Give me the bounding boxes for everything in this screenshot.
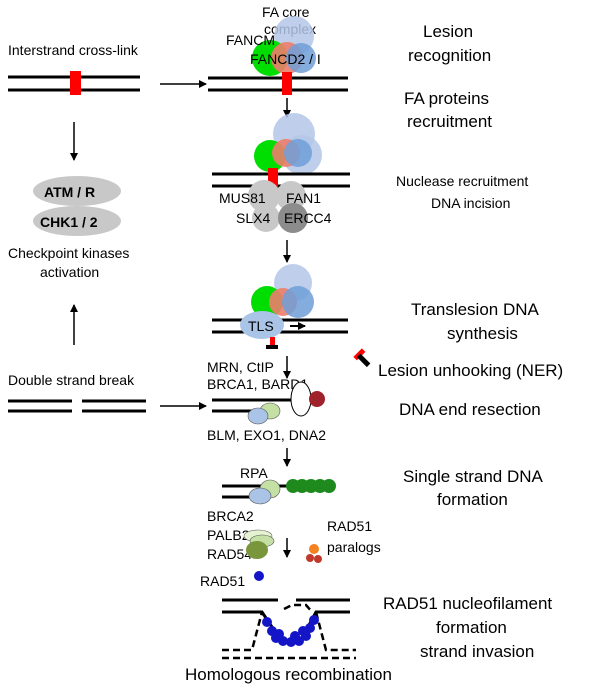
atm-label: ATM / R <box>44 184 95 200</box>
rad51-bead <box>309 615 319 625</box>
step-recognition-2: recognition <box>408 46 491 65</box>
chk1-label: CHK1 / 2 <box>40 214 98 230</box>
ercc4-label: ERCC4 <box>284 210 332 226</box>
rad51-bead <box>262 617 272 627</box>
tls-label: TLS <box>248 318 274 334</box>
fancd2-label: FANCD2 / I <box>250 51 321 67</box>
ctip-protein <box>309 391 325 407</box>
fanci-protein <box>286 43 316 73</box>
rad51-nucleofilament <box>262 615 319 647</box>
rpa-coated-ssdna <box>286 479 336 493</box>
rad51-protein <box>254 571 264 581</box>
slx4-label: SLX4 <box>236 210 270 226</box>
rpa-label: RPA <box>240 465 268 481</box>
step-unhooking: Lesion unhooking (NER) <box>378 361 563 380</box>
lesion-step2 <box>268 168 278 192</box>
nuclease-complex <box>248 180 308 233</box>
crosslink-lesion <box>70 71 81 95</box>
step-nuclease-2: DNA incision <box>431 195 510 211</box>
tls-complex <box>251 264 314 318</box>
palb2-label: PALB2 <box>207 527 250 543</box>
interstrand-crosslink-label: Interstrand cross-link <box>8 42 139 58</box>
step-rad51-1: RAD51 nucleofilament <box>383 594 552 613</box>
rad51-paralogs-label-1: RAD51 <box>327 518 372 534</box>
brca2-label: BRCA2 <box>207 508 254 524</box>
rad54-label: RAD54 <box>207 546 252 562</box>
checkpoint-label-2: activation <box>40 264 99 280</box>
recognition-complex <box>252 16 316 76</box>
fancm-label: FANCM <box>226 32 275 48</box>
blm-label: BLM, EXO1, DNA2 <box>207 427 326 443</box>
broken-dna <box>8 399 146 413</box>
rad51-label: RAD51 <box>200 573 245 589</box>
rad51-bead <box>298 626 308 636</box>
step-recognition-1: Lesion <box>423 22 473 41</box>
rad51-paralogs <box>306 544 322 563</box>
step-recruitment-1: FA proteins <box>404 89 489 108</box>
rad51-bead <box>290 631 300 641</box>
fa-recruited-complex <box>254 113 322 175</box>
lesion-step1 <box>282 72 292 95</box>
step-tls-1: Translesion DNA <box>411 300 540 319</box>
brca1-label: BRCA1, BARD1 <box>207 376 308 392</box>
mrn-complex <box>290 381 312 417</box>
step-rad51-2: formation <box>436 618 507 637</box>
rad51-bead <box>274 629 284 639</box>
mus81-label: MUS81 <box>219 190 266 206</box>
fan1-label: FAN1 <box>286 190 321 206</box>
checkpoint-label-1: Checkpoint kinases <box>8 245 129 261</box>
excised-adduct-icon <box>353 348 371 368</box>
crosslinked-dna <box>8 71 140 95</box>
step-recruitment-2: recruitment <box>407 112 492 131</box>
fa-core-label-1: FA core <box>262 4 310 20</box>
dsb-label: Double strand break <box>8 372 135 388</box>
rad54-protein <box>246 541 268 559</box>
mrn-label: MRN, CtIP <box>207 359 274 375</box>
homologous-recombination-label: Homologous recombination <box>185 665 392 684</box>
strand-invasion-dna <box>222 598 356 660</box>
step-ssdna-2: formation <box>437 490 508 509</box>
step-tls-2: synthesis <box>447 324 518 343</box>
step-ssdna-1: Single strand DNA <box>403 467 544 486</box>
chk1-chk2-kinase <box>33 206 121 236</box>
unhooked-adduct <box>266 337 278 349</box>
rad51-paralogs-label-2: paralogs <box>327 539 381 555</box>
step-resection: DNA end resection <box>399 400 541 419</box>
step-nuclease-1: Nuclease recruitment <box>396 173 528 189</box>
step-rad51-3: strand invasion <box>420 642 534 661</box>
blm-protein <box>247 407 269 425</box>
tls-polymerase <box>240 311 284 339</box>
atm-atr-kinase <box>33 176 121 206</box>
